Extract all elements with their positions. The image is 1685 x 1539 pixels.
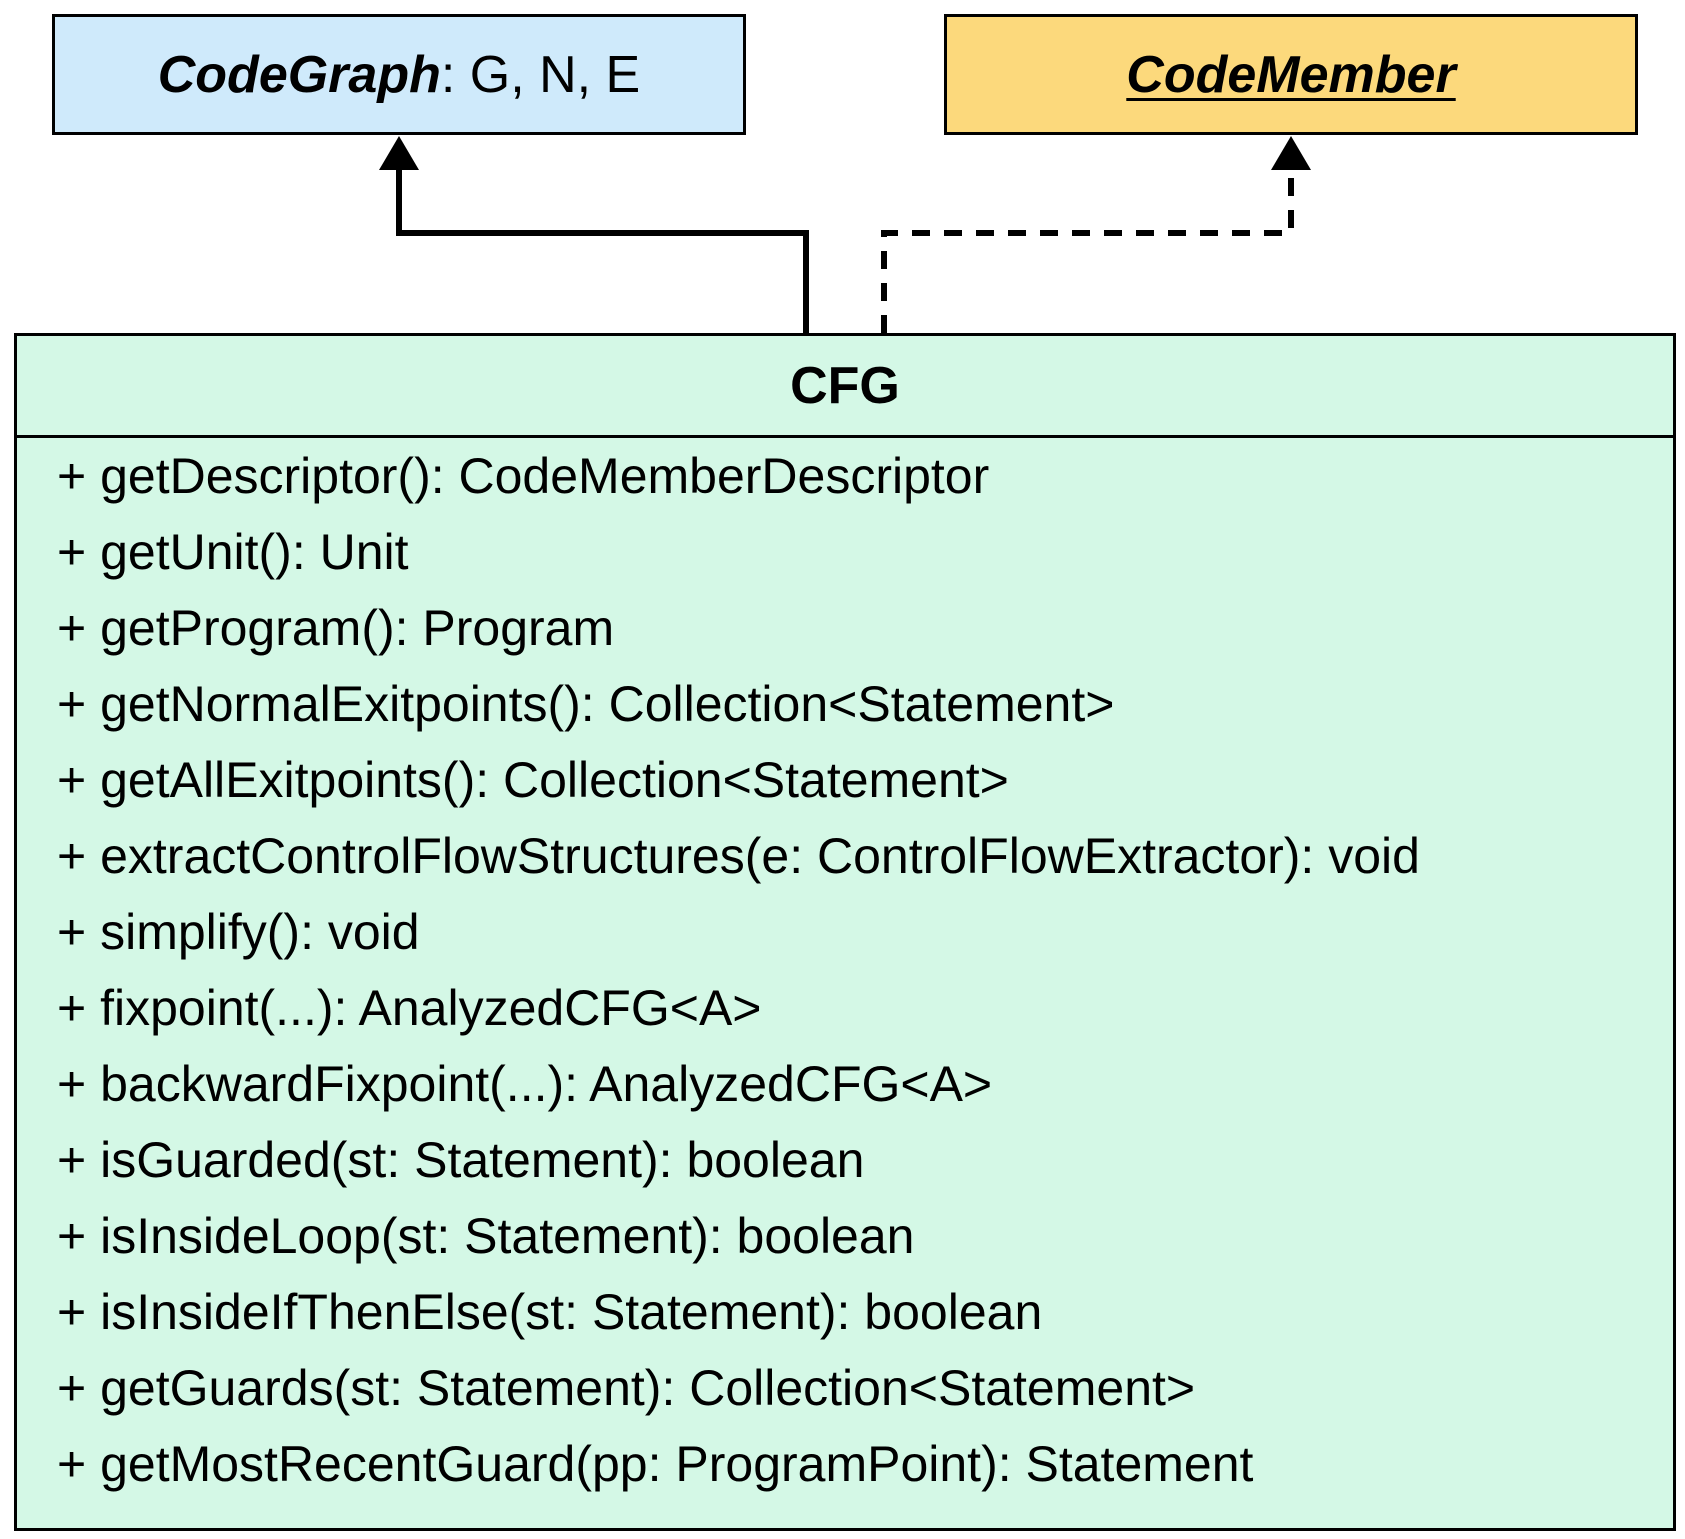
method-item: + getMostRecentGuard(pp: ProgramPoint): … [57,1436,1254,1492]
method-item: + getDescriptor(): CodeMemberDescriptor [57,448,990,504]
method-item: + getNormalExitpoints(): Collection<Stat… [57,676,1115,732]
method-item: + fixpoint(...): AnalyzedCFG<A> [57,980,762,1036]
generalization-arrow-codegraph [379,136,809,333]
method-item: + isInsideLoop(st: Statement): boolean [57,1208,915,1264]
method-item: + getGuards(st: Statement): Collection<S… [57,1360,1196,1416]
method-item: + simplify(): void [57,904,420,960]
cfg-class-box: CFG + getDescriptor(): CodeMemberDescrip… [14,333,1676,1531]
cfg-class-name: CFG [790,356,900,415]
method-item: + getProgram(): Program [57,600,615,656]
codemember-name: CodeMember [1126,45,1456,104]
method-item: + extractControlFlowStructures(e: Contro… [57,828,1420,884]
codegraph-type-params: : G, N, E [440,45,641,104]
method-item: + getUnit(): Unit [57,524,409,580]
method-item: + getAllExitpoints(): Collection<Stateme… [57,752,1009,808]
realization-arrow-codemember [881,136,1311,333]
codegraph-class-box: CodeGraph: G, N, E [52,14,746,135]
method-item: + isInsideIfThenElse(st: Statement): boo… [57,1284,1043,1340]
method-item: + backwardFixpoint(...): AnalyzedCFG<A> [57,1056,993,1112]
cfg-method-list: + getDescriptor(): CodeMemberDescriptor … [17,438,1673,1506]
cfg-class-header: CFG [17,336,1673,438]
method-item: + isGuarded(st: Statement): boolean [57,1132,865,1188]
codegraph-name: CodeGraph [157,45,441,104]
codemember-interface-box: CodeMember [944,14,1638,135]
